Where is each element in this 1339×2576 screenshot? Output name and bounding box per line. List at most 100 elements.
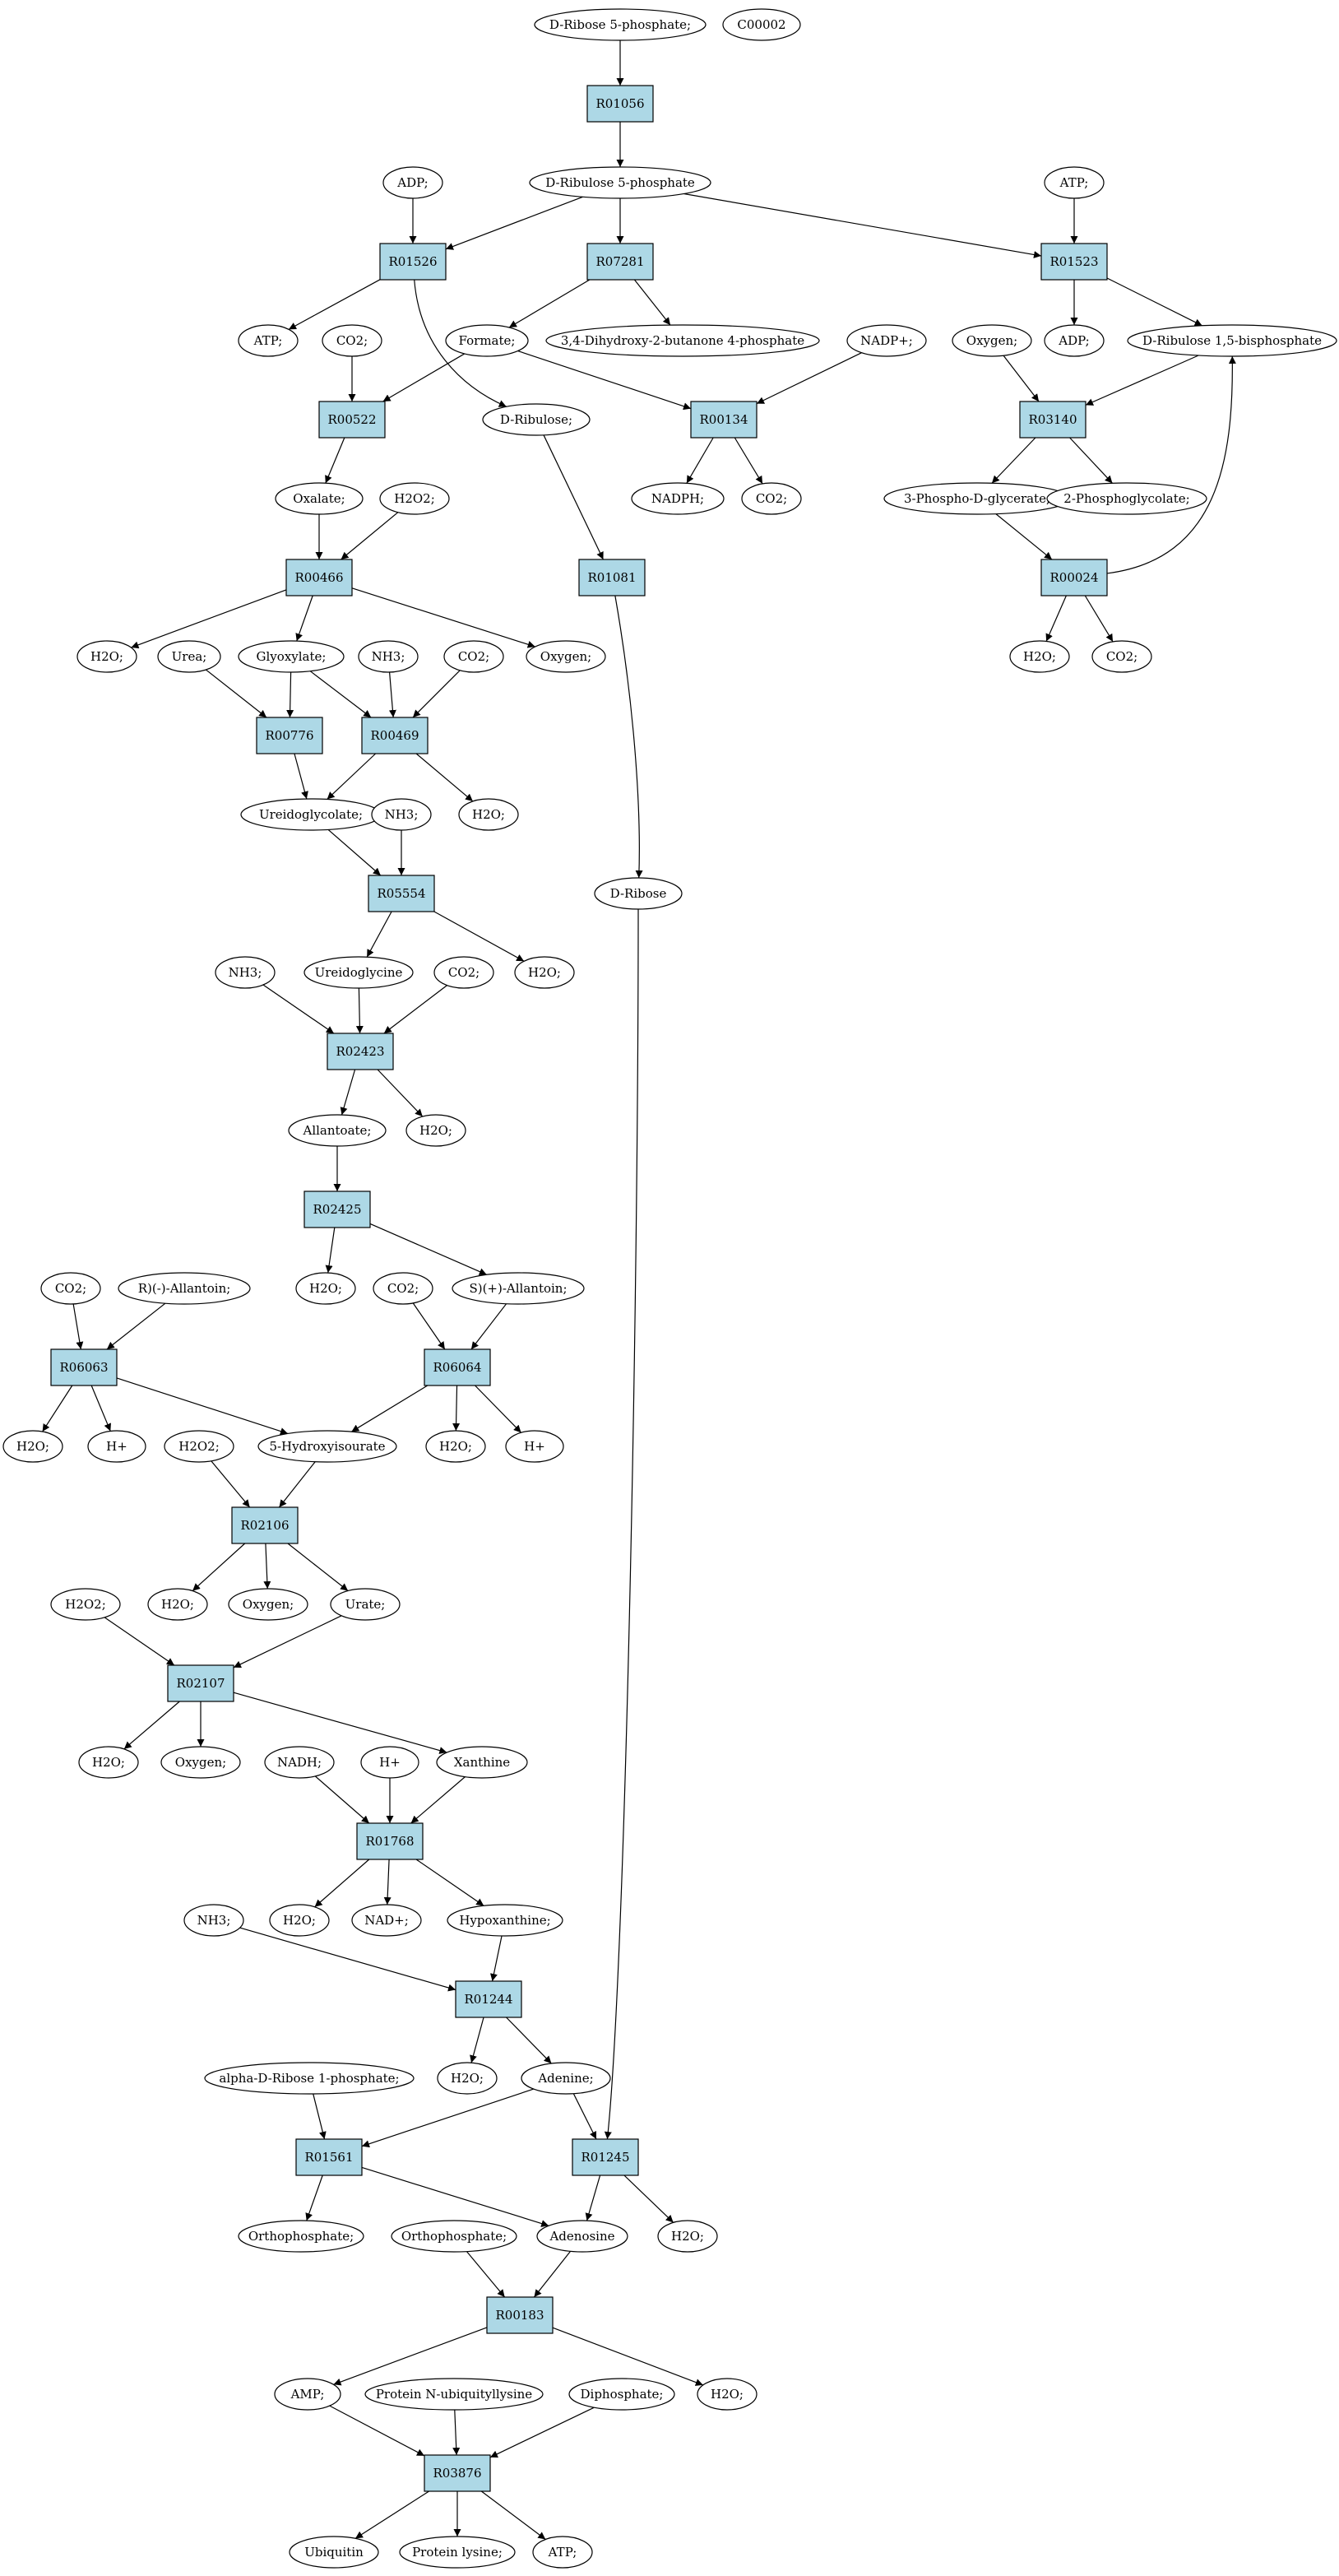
compound-node-c_ubiquitin[interactable]: Ubiquitin <box>289 2536 379 2569</box>
compound-node-c_rubp[interactable]: D-Ribulose 1,5-bisphosphate <box>1127 324 1337 357</box>
compound-node-c_h2o_h[interactable]: H2O; <box>147 1588 208 1621</box>
compound-node-c_5hiu[interactable]: 5-Hydroxyisourate <box>257 1430 397 1463</box>
compound-node-c_co2_5[interactable]: CO2; <box>373 1272 433 1305</box>
compound-node-c_co2_1[interactable]: CO2; <box>322 324 382 357</box>
compound-node-c_h2o_c[interactable]: H2O; <box>514 956 575 989</box>
compound-node-c_co2_r[interactable]: CO2; <box>1091 640 1152 673</box>
compound-node-c_nh3_4[interactable]: NH3; <box>183 1904 244 1937</box>
compound-node-c_allantoate[interactable]: Allantoate; <box>288 1114 387 1147</box>
compound-node-c_atp1[interactable]: ATP; <box>238 324 299 357</box>
compound-node-c_h2o2_2[interactable]: H2O2; <box>164 1430 234 1463</box>
compound-node-c_3pg[interactable]: 3-Phospho-D-glycerate; <box>883 482 1071 515</box>
compound-node-c_ortho_2[interactable]: Orthophosphate; <box>391 2220 517 2253</box>
compound-node-c_co2_3[interactable]: CO2; <box>433 956 494 989</box>
compound-node-c_oxygen_r[interactable]: Oxygen; <box>952 324 1032 357</box>
compound-node-c_nad[interactable]: NAD+; <box>351 1904 422 1937</box>
compound-node-c_r5p_top[interactable]: D-Ribose 5-phosphate; <box>534 8 707 41</box>
reaction-node-r_R00134[interactable]: R00134 <box>690 401 758 439</box>
compound-node-c_oxygen_1[interactable]: Oxygen; <box>526 640 606 673</box>
compound-node-c_adenosine[interactable]: Adenosine <box>536 2220 628 2253</box>
compound-node-c_h2o_i[interactable]: H2O; <box>78 1746 139 1779</box>
compound-node-c_adr1p[interactable]: alpha-D-Ribose 1-phosphate; <box>204 2062 415 2095</box>
compound-node-c_dribose[interactable]: D-Ribose <box>594 877 683 910</box>
compound-node-c_formate[interactable]: Formate; <box>445 324 529 357</box>
compound-node-c_hplus_1[interactable]: H+ <box>87 1430 146 1463</box>
compound-node-c_oxalate[interactable]: Oxalate; <box>275 482 364 515</box>
compound-node-c_oxygen_2[interactable]: Oxygen; <box>228 1588 308 1621</box>
compound-node-c_atp_b[interactable]: ATP; <box>532 2536 593 2569</box>
reaction-node-r_R01526[interactable]: R01526 <box>379 243 447 281</box>
compound-node-c_urate[interactable]: Urate; <box>330 1588 401 1621</box>
reaction-node-r_R01245[interactable]: R01245 <box>572 2138 639 2176</box>
compound-node-c_plysine[interactable]: Protein lysine; <box>399 2536 516 2569</box>
compound-node-c_adp_r[interactable]: ADP; <box>1044 324 1105 357</box>
reaction-node-r_R02107[interactable]: R02107 <box>167 1664 234 1702</box>
reaction-node-r_R01768[interactable]: R01768 <box>356 1822 424 1860</box>
compound-node-c_ureidoglycolate[interactable]: Ureidoglycolate; <box>240 798 382 831</box>
reaction-node-r_R00183[interactable]: R00183 <box>486 2296 554 2334</box>
reaction-node-r_R00469[interactable]: R00469 <box>361 717 429 754</box>
compound-node-c_h2o_r[interactable]: H2O; <box>1009 640 1070 673</box>
compound-node-c_pnul[interactable]: Protein N-ubiquityllysine <box>364 2378 544 2411</box>
compound-node-c_adp1[interactable]: ADP; <box>382 166 443 199</box>
compound-node-c_h2o_j[interactable]: H2O; <box>269 1904 330 1937</box>
compound-node-c_hplus_2[interactable]: H+ <box>505 1430 564 1463</box>
compound-node-c_dhbp[interactable]: 3,4-Dihydroxy-2-butanone 4-phosphate <box>545 324 820 357</box>
compound-node-c_nadp[interactable]: NADP+; <box>846 324 927 357</box>
compound-node-c_h2o2_3[interactable]: H2O2; <box>50 1588 121 1621</box>
reaction-node-r_R00776[interactable]: R00776 <box>256 717 323 754</box>
reaction-node-r_R01056[interactable]: R01056 <box>586 85 654 123</box>
compound-node-c_h2o_g[interactable]: H2O; <box>425 1430 486 1463</box>
compound-node-c_ru5p[interactable]: D-Ribulose 5-phosphate <box>529 166 711 199</box>
reaction-node-r_R03140[interactable]: R03140 <box>1019 401 1086 439</box>
compound-node-c_nh3_3[interactable]: NH3; <box>215 956 276 989</box>
compound-node-c_c00002[interactable]: C00002 <box>722 8 801 41</box>
reaction-node-r_R02106[interactable]: R02106 <box>231 1506 299 1544</box>
compound-node-c_h2o_m[interactable]: H2O; <box>697 2378 758 2411</box>
reaction-node-r_R02423[interactable]: R02423 <box>327 1033 394 1070</box>
compound-node-c_oxygen_3[interactable]: Oxygen; <box>160 1746 241 1779</box>
compound-node-c_ortho_1[interactable]: Orthophosphate; <box>238 2220 364 2253</box>
reaction-node-r_R07281[interactable]: R07281 <box>586 243 654 281</box>
compound-node-c_glyoxylate[interactable]: Glyoxylate; <box>238 640 345 673</box>
reaction-node-r_R01244[interactable]: R01244 <box>455 1980 522 2018</box>
compound-node-c_h2o_b[interactable]: H2O; <box>458 798 519 831</box>
compound-node-c_diphosphate[interactable]: Diphosphate; <box>568 2378 675 2411</box>
compound-node-c_nh3_1[interactable]: NH3; <box>358 640 419 673</box>
reaction-node-r_R00466[interactable]: R00466 <box>285 559 353 596</box>
compound-node-c_h2o_f[interactable]: H2O; <box>2 1430 63 1463</box>
reaction-node-r_R01081[interactable]: R01081 <box>578 559 646 596</box>
compound-node-c_co2_m[interactable]: CO2; <box>741 482 802 515</box>
compound-node-c_2pg[interactable]: 2-Phosphoglycolate; <box>1046 482 1207 515</box>
compound-node-c_h2o2_1[interactable]: H2O2; <box>379 482 450 515</box>
compound-node-c_urea[interactable]: Urea; <box>157 640 221 673</box>
compound-node-c_hplus_3[interactable]: H+ <box>360 1746 419 1779</box>
reaction-node-r_R06063[interactable]: R06063 <box>50 1348 118 1386</box>
compound-node-c_ribulose[interactable]: D-Ribulose; <box>482 403 591 436</box>
reaction-node-r_R03876[interactable]: R03876 <box>424 2454 491 2492</box>
reaction-node-r_R06064[interactable]: R06064 <box>424 1348 491 1386</box>
compound-node-c_hypoxanthine[interactable]: Hypoxanthine; <box>447 1904 563 1937</box>
compound-node-c_h2o_l[interactable]: H2O; <box>657 2220 718 2253</box>
compound-node-c_r_allantoin[interactable]: R)(-)-Allantoin; <box>118 1272 251 1305</box>
compound-node-c_nadh[interactable]: NADH; <box>264 1746 335 1779</box>
compound-node-c_co2_4[interactable]: CO2; <box>40 1272 101 1305</box>
compound-node-c_ureidoglycine[interactable]: Ureidoglycine <box>303 956 414 989</box>
compound-node-c_adenine[interactable]: Adenine; <box>521 2062 611 2095</box>
compound-node-c_nadph[interactable]: NADPH; <box>631 482 725 515</box>
reaction-node-r_R05554[interactable]: R05554 <box>368 875 435 912</box>
reaction-node-r_R02425[interactable]: R02425 <box>303 1191 371 1228</box>
compound-node-c_h2o_k[interactable]: H2O; <box>437 2062 498 2095</box>
compound-node-c_nh3_2[interactable]: NH3; <box>371 798 432 831</box>
reaction-node-r_R00522[interactable]: R00522 <box>318 401 386 439</box>
compound-node-c_co2_2[interactable]: CO2; <box>443 640 504 673</box>
compound-node-c_atp_r[interactable]: ATP; <box>1044 166 1105 199</box>
compound-node-c_xanthine[interactable]: Xanthine <box>436 1746 528 1779</box>
compound-node-c_amp[interactable]: AMP; <box>274 2378 341 2411</box>
reaction-node-r_R01561[interactable]: R01561 <box>295 2138 363 2176</box>
compound-node-c_s_allantoin[interactable]: S)(+)-Allantoin; <box>452 1272 585 1305</box>
reaction-node-r_R01523[interactable]: R01523 <box>1040 243 1108 281</box>
compound-node-c_h2o_a[interactable]: H2O; <box>76 640 137 673</box>
compound-node-c_h2o_d[interactable]: H2O; <box>405 1114 466 1147</box>
reaction-node-r_R00024[interactable]: R00024 <box>1040 559 1108 596</box>
